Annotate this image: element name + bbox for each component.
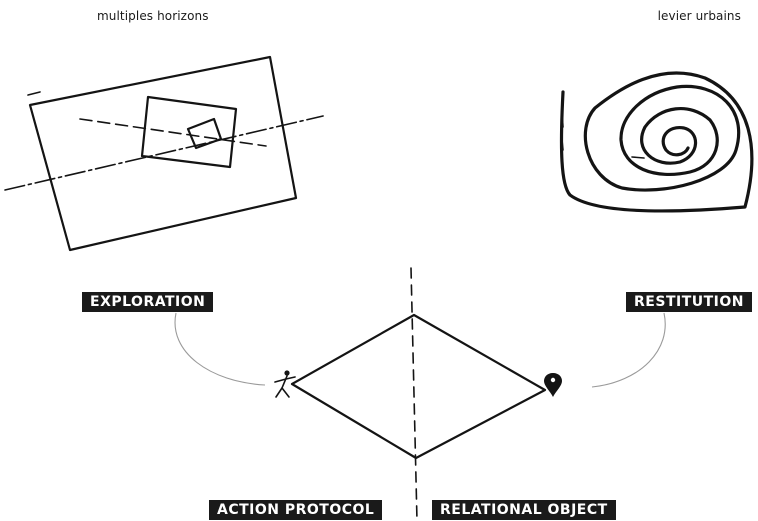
caption-multiples-horizons: multiples horizons (97, 9, 209, 23)
spiral-dash-2 (561, 139, 564, 151)
spiral-outer-arc (559, 71, 754, 213)
label-restitution: RESTITUTION (626, 292, 752, 312)
label-relational-object: RELATIONAL OBJECT (432, 500, 616, 520)
label-exploration: EXPLORATION (82, 292, 214, 312)
frame-tick (27, 91, 41, 96)
outer-frame (28, 55, 298, 252)
spiral-sketch (559, 71, 754, 213)
horizons-sketch (4, 55, 324, 252)
walking-figure-icon (274, 370, 296, 398)
horizon-line-upper (79, 118, 267, 147)
middle-frame (140, 95, 238, 169)
diamond-shape (290, 313, 547, 460)
vertical-axis (410, 267, 418, 521)
caption-levier-urbains: levier urbains (657, 9, 741, 23)
horizon-line-lower (4, 115, 324, 191)
location-pin-icon (544, 373, 562, 397)
connector-restitution (591, 312, 666, 388)
spiral-dash-1 (561, 111, 564, 128)
label-action-protocol: ACTION PROTOCOL (209, 500, 383, 520)
connector-exploration (174, 312, 266, 386)
spiral-dash-3 (631, 156, 645, 159)
protocol-diagram (174, 267, 666, 521)
